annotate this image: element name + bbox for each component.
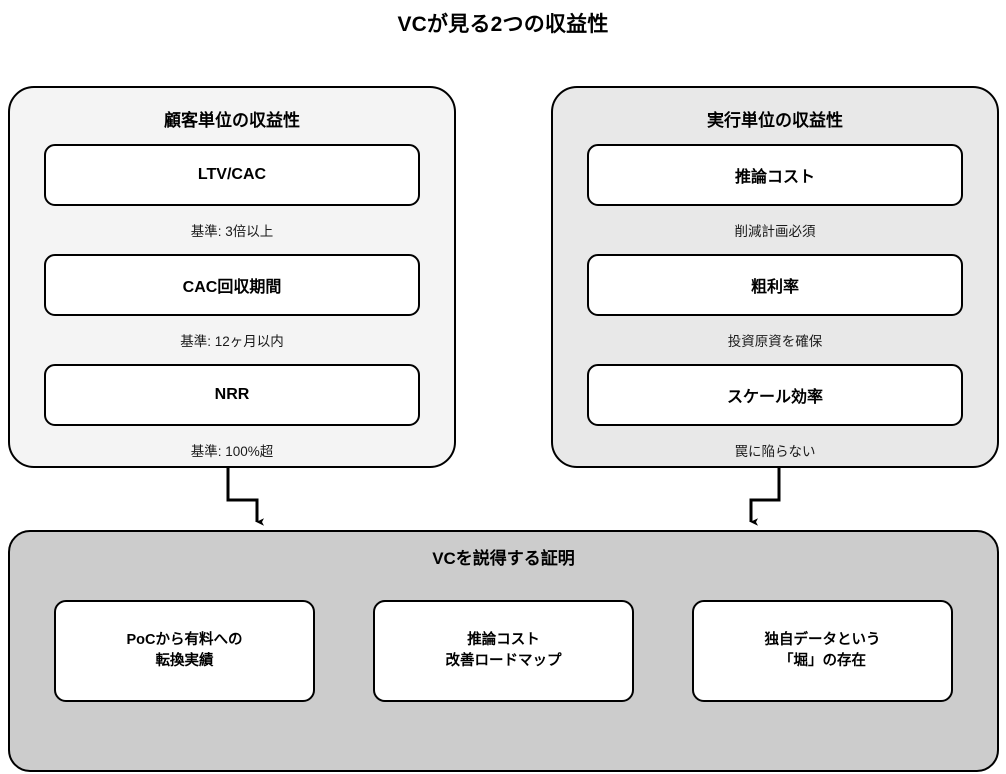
metric-box-ltv-cac[interactable]: LTV/CAC: [44, 144, 420, 206]
panel-execution-unit-economics: 実行単位の収益性 推論コスト 削減計画必須 粗利率 投資原資を確保 スケール効率…: [551, 86, 999, 468]
proof-box-data-moat[interactable]: 独自データという 「堀」の存在: [692, 600, 953, 702]
metric-box-scale-efficiency[interactable]: スケール効率: [587, 364, 963, 426]
panel-vc-proof: VCを説得する証明 PoCから有料への 転換実績 推論コスト 改善ロードマップ …: [8, 530, 999, 772]
panel-body-customer: LTV/CAC 基準: 3倍以上 CAC回収期間 基準: 12ヶ月以内 NRR …: [44, 144, 420, 474]
metric-note-inference-cost: 削減計画必須: [734, 224, 816, 239]
metric-note-ltv-cac: 基準: 3倍以上: [190, 224, 274, 239]
metric-box-nrr[interactable]: NRR: [44, 364, 420, 426]
metric-box-inference-cost[interactable]: 推論コスト: [587, 144, 963, 206]
metric-box-cac-payback[interactable]: CAC回収期間: [44, 254, 420, 316]
metric-note-scale-efficiency: 罠に陥らない: [734, 444, 816, 459]
metric-note-gross-margin: 投資原資を確保: [727, 334, 823, 349]
proof-box-poc-conversion[interactable]: PoCから有料への 転換実績: [54, 600, 315, 702]
arrow-execution-to-proof: [749, 468, 781, 526]
panel-title-vc-proof: VCを説得する証明: [432, 549, 575, 568]
panel-customer-unit-economics: 顧客単位の収益性 LTV/CAC 基準: 3倍以上 CAC回収期間 基準: 12…: [8, 86, 456, 468]
panel-body-execution: 推論コスト 削減計画必須 粗利率 投資原資を確保 スケール効率 罠に陥らない: [587, 144, 963, 474]
metric-note-nrr: 基準: 100%超: [190, 444, 274, 459]
panel-title-execution: 実行単位の収益性: [707, 111, 843, 130]
page-title: VCが見る2つの収益性: [397, 13, 609, 36]
proof-row: PoCから有料への 転換実績 推論コスト 改善ロードマップ 独自データという 「…: [54, 600, 953, 702]
proof-box-inference-roadmap[interactable]: 推論コスト 改善ロードマップ: [373, 600, 634, 702]
metric-box-gross-margin[interactable]: 粗利率: [587, 254, 963, 316]
metric-note-cac-payback: 基準: 12ヶ月以内: [180, 334, 284, 349]
panel-title-customer: 顧客単位の収益性: [164, 111, 300, 130]
arrow-customer-to-proof: [226, 468, 264, 526]
